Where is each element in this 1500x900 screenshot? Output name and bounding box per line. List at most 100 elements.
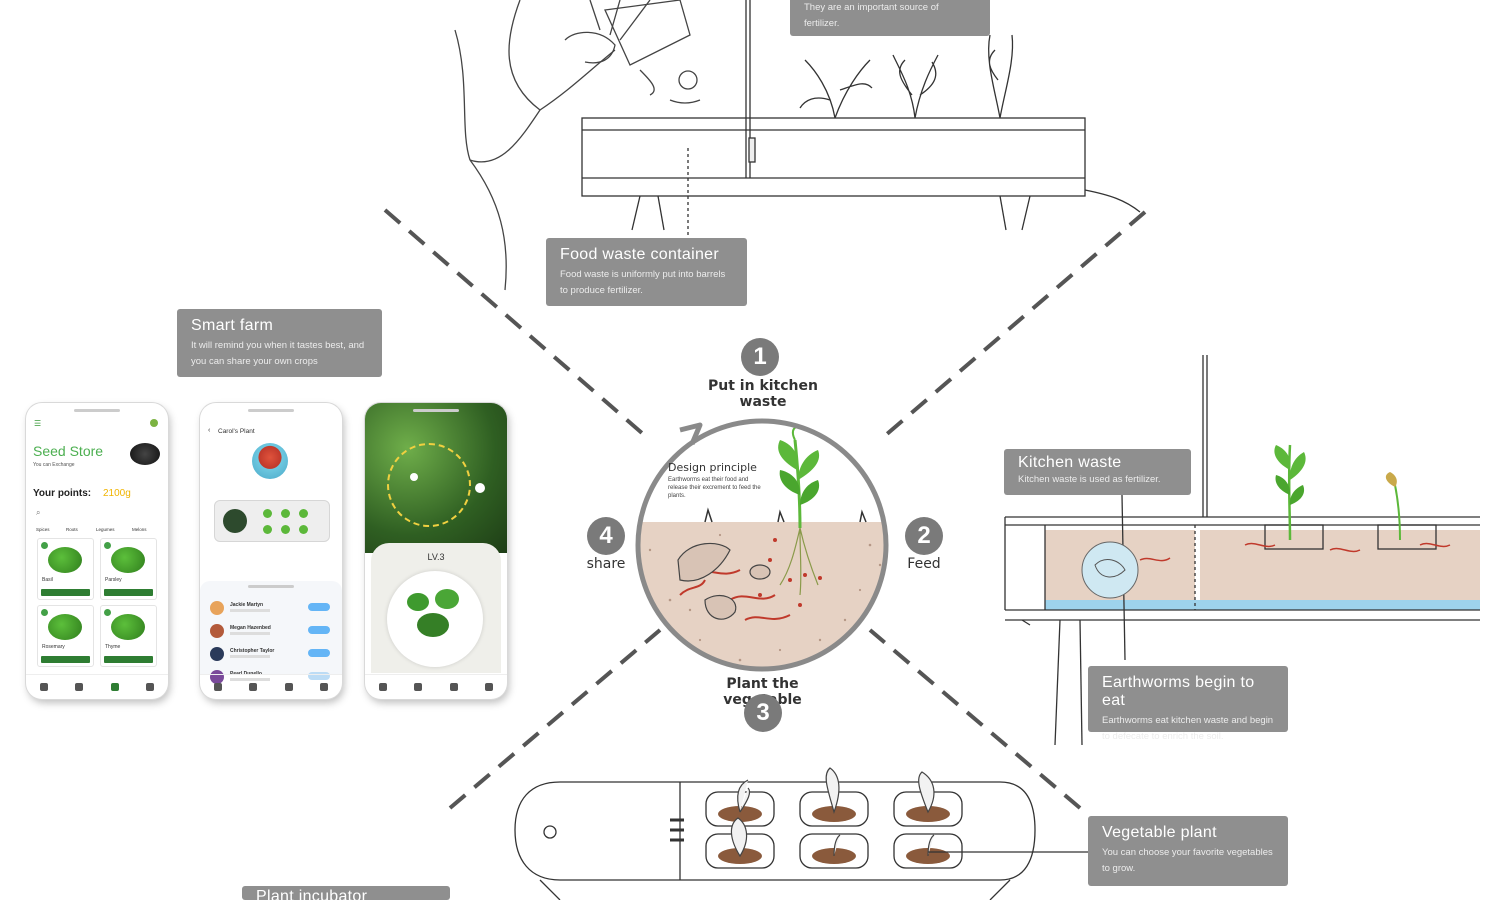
product-name: Thyme: [105, 644, 121, 650]
product-tile-parsley[interactable]: Parsley: [100, 538, 157, 600]
plant-owner-header: Carol's Plant: [218, 428, 255, 435]
soil-layer: [638, 522, 886, 669]
step-2-number: 2: [905, 517, 943, 555]
product-tile-rosemary[interactable]: Rosemary: [37, 605, 94, 667]
home-icon[interactable]: [39, 683, 48, 691]
back-icon[interactable]: ‹: [208, 427, 211, 434]
vegetable-plant-callout-desc: You can choose your favorite vegetables …: [1102, 847, 1273, 874]
category-spices[interactable]: Spices: [36, 527, 50, 532]
plant-level-image: [387, 571, 483, 667]
step-3-label: Plant the vegetable: [723, 676, 802, 708]
community-icon[interactable]: [414, 683, 423, 691]
bottom-nav: [200, 674, 342, 699]
vegetable-plant-callout: Vegetable plant You can choose your favo…: [1088, 816, 1288, 886]
buy-button[interactable]: [104, 589, 153, 596]
waste-shapes: [677, 542, 771, 620]
settings-icon[interactable]: [485, 683, 494, 691]
phone-plant-profile: ‹ Carol's Plant Jackie Martyn Megan Haze…: [200, 403, 342, 699]
menu-icon[interactable]: ☰: [34, 419, 42, 428]
store-icon[interactable]: [110, 683, 119, 691]
step-4-label: share: [586, 556, 626, 572]
points-label: Your points:: [33, 488, 92, 499]
incubator-plants: [730, 767, 935, 858]
friend-avatar: [210, 670, 224, 684]
earthworms-callout-title: Earthworms begin to eat: [1102, 674, 1255, 709]
buy-button[interactable]: [41, 589, 90, 596]
dustpan-sketch: [604, 0, 701, 104]
buy-button[interactable]: [104, 656, 153, 663]
store-icon[interactable]: [284, 683, 293, 691]
category-legumes[interactable]: Legumes: [96, 527, 115, 532]
seed-store-subtitle: You can Exchange: [33, 462, 75, 468]
step-1-number: 1: [741, 338, 779, 376]
store-icon[interactable]: [449, 683, 458, 691]
design-principle-title: Design principle: [668, 461, 757, 474]
rosemary-image: [48, 614, 82, 640]
fertilizer-callout-desc: They are an important source of fertiliz…: [804, 2, 939, 29]
dashed-separators: [383, 208, 1147, 810]
level-label: LV.3: [427, 552, 445, 562]
step-2-label: Feed: [907, 556, 941, 572]
add-icon[interactable]: [41, 609, 48, 616]
community-icon[interactable]: [75, 683, 84, 691]
plant-incubator-callout-title: Plant incubator: [256, 888, 368, 900]
product-tile-thyme[interactable]: Thyme: [100, 605, 157, 667]
product-tile-basil[interactable]: Basil: [37, 538, 94, 600]
add-icon[interactable]: [104, 542, 111, 549]
home-icon[interactable]: [378, 683, 387, 691]
friend-name: Jackie Martyn: [230, 602, 264, 608]
buy-button[interactable]: [41, 656, 90, 663]
phone-plant-level: LV.3: [365, 403, 507, 699]
community-icon[interactable]: [249, 683, 258, 691]
food-waste-callout-desc: Food waste is uniformly put into barrels…: [560, 269, 726, 296]
user-avatar[interactable]: [252, 443, 288, 479]
person-sketch: [454, 0, 651, 291]
step-4-number: 4: [587, 517, 625, 555]
profile-icon[interactable]: [150, 419, 158, 427]
follow-button[interactable]: [308, 603, 330, 611]
smart-farm-callout-title: Smart farm: [191, 317, 274, 334]
cross-section-sketch: [1004, 355, 1480, 746]
earthworms-callout-desc: Earthworms eat kitchen waste and begin t…: [1102, 715, 1274, 742]
food-waste-callout-title: Food waste container: [560, 246, 719, 263]
points-value: 2100g: [103, 488, 131, 499]
incubator-sketch: [514, 781, 1036, 900]
product-name: Basil: [42, 577, 53, 583]
smart-farm-callout: Smart farm It will remind you when it ta…: [177, 309, 382, 377]
add-icon[interactable]: [41, 542, 48, 549]
panel-handle[interactable]: [248, 585, 294, 588]
friend-avatar: [210, 624, 224, 638]
parsley-image: [111, 547, 145, 573]
home-icon[interactable]: [213, 683, 222, 691]
bottom-nav: [365, 674, 507, 699]
follow-button[interactable]: [308, 672, 330, 680]
seed-store-title: Seed Store: [33, 443, 104, 459]
friend-row[interactable]: Megan Hazenbed: [210, 622, 332, 642]
product-name: Parsley: [105, 577, 122, 583]
friend-row[interactable]: Christopher Taylor: [210, 645, 332, 665]
friend-row[interactable]: Jackie Martyn: [210, 599, 332, 619]
plant-incubator-callout: Plant incubator: [242, 886, 450, 900]
earthworms-callout: Earthworms begin to eat Earthworms eat k…: [1088, 666, 1288, 742]
kitchen-waste-callout-title: Kitchen waste: [1018, 454, 1122, 471]
follow-button[interactable]: [308, 649, 330, 657]
top-plants-sketch: [799, 34, 1014, 119]
settings-icon[interactable]: [146, 683, 155, 691]
follow-button[interactable]: [308, 626, 330, 634]
settings-icon[interactable]: [320, 683, 329, 691]
kitchen-waste-callout: Kitchen waste Kitchen waste is used as f…: [1004, 449, 1191, 495]
add-icon[interactable]: [104, 609, 111, 616]
step-3-number: 3: [744, 694, 782, 732]
category-melons[interactable]: Melons: [132, 527, 147, 532]
phone-seed-store: ☰ Seed Store You can Exchange Your point…: [26, 403, 168, 699]
sprout-shape: [778, 426, 820, 596]
smart-farm-callout-desc: It will remind you when it tastes best, …: [191, 340, 365, 367]
category-roots[interactable]: Roots: [66, 527, 78, 532]
planter-device-image: [214, 500, 330, 542]
basil-image: [48, 547, 82, 573]
phone-notch: [74, 409, 120, 412]
friend-avatar: [210, 647, 224, 661]
search-icon[interactable]: ⌕: [36, 508, 41, 517]
phone-notch: [248, 409, 294, 412]
